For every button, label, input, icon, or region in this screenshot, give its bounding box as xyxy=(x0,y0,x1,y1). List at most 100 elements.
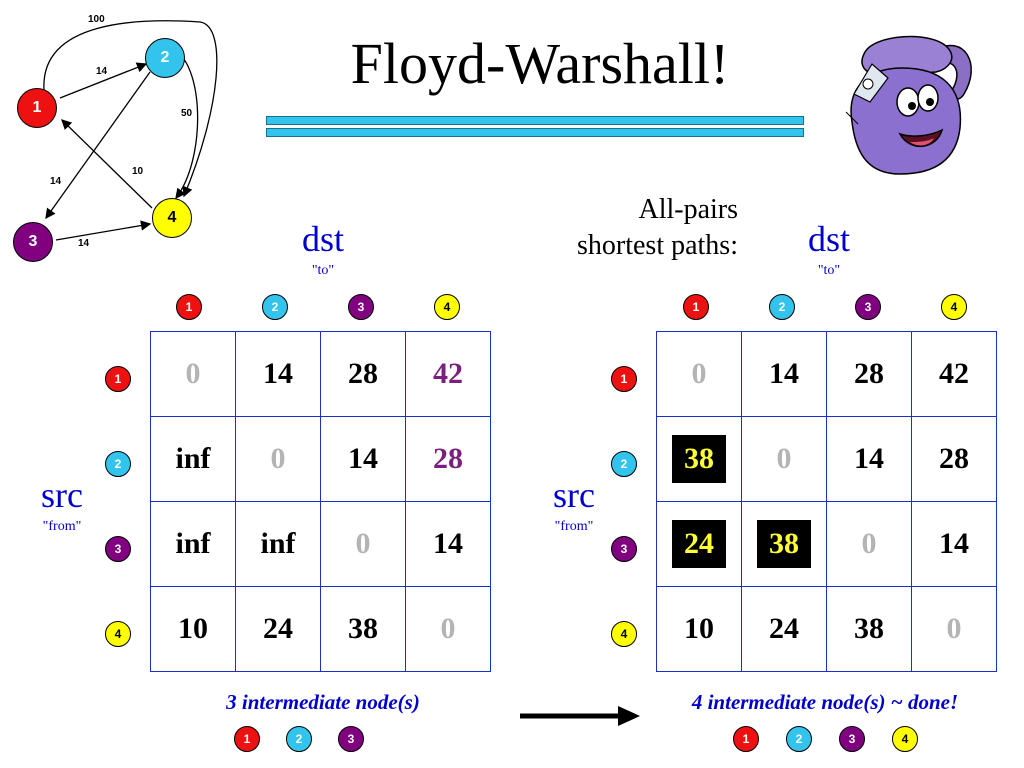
right-to-label: "to" xyxy=(817,263,841,278)
left-row-header-4: 4 xyxy=(105,621,131,647)
right-matrix-row-3: 24 38 0 14 xyxy=(656,501,997,587)
right-dst-label: dst xyxy=(807,219,850,259)
left-to-label: "to" xyxy=(311,263,335,278)
left-matrix-row-2: inf 0 14 28 xyxy=(150,416,491,502)
edge-label-2-3: 14 xyxy=(50,176,62,187)
left-cell-1-3: 28 xyxy=(320,331,406,417)
left-matrix-row-4: 10 24 38 0 xyxy=(150,586,491,672)
left-intermediate-node-2: 2 xyxy=(286,726,312,752)
right-cell-4-1: 10 xyxy=(656,586,742,672)
right-row-header-4: 4 xyxy=(611,621,637,647)
left-caption: 3 intermediate node(s) xyxy=(226,690,420,714)
left-col-header-4: 4 xyxy=(434,294,460,320)
right-col-header-1: 1 xyxy=(683,294,709,320)
right-distance-matrix: 0 14 28 42 38 0 14 28 24 38 0 14 10 24 3… xyxy=(656,331,997,672)
right-matrix-row-4: 10 24 38 0 xyxy=(656,586,997,672)
left-src-label: src xyxy=(41,475,83,515)
left-cell-4-1: 10 xyxy=(150,586,236,672)
edge-3-4 xyxy=(55,220,152,241)
right-intermediate-node-2: 2 xyxy=(786,726,812,752)
right-cell-2-1-container: 38 xyxy=(656,416,742,502)
right-row-header-2: 2 xyxy=(611,451,637,477)
left-cell-2-2: 0 xyxy=(235,416,321,502)
graph-node-4: 4 xyxy=(152,198,192,238)
left-row-header-2: 2 xyxy=(105,451,131,477)
left-intermediate-node-1: 1 xyxy=(234,726,260,752)
title-underline-bottom xyxy=(266,128,804,137)
right-cell-3-4: 14 xyxy=(911,501,997,587)
edge-label-3-4: 14 xyxy=(78,238,90,249)
left-cell-2-3: 14 xyxy=(320,416,406,502)
left-cell-1-2: 14 xyxy=(235,331,321,417)
subtitle-line-1: All-pairs xyxy=(638,194,738,225)
left-row-header-1: 1 xyxy=(105,366,131,392)
graph-node-1: 1 xyxy=(17,88,57,128)
left-cell-2-1: inf xyxy=(150,416,236,502)
left-cell-4-4: 0 xyxy=(405,586,491,672)
edge-label-2-4: 50 xyxy=(181,108,193,119)
left-cell-4-2: 24 xyxy=(235,586,321,672)
right-cell-4-2: 24 xyxy=(741,586,827,672)
right-col-header-2: 2 xyxy=(769,294,795,320)
right-row-header-1: 1 xyxy=(611,366,637,392)
edge-label-1-2: 14 xyxy=(96,66,108,77)
right-cell-3-2-container: 38 xyxy=(741,501,827,587)
right-cell-3-1: 24 xyxy=(672,520,726,568)
title-underline-top xyxy=(266,116,804,125)
edge-4-1 xyxy=(61,119,153,209)
subtitle-line-2: shortest paths: xyxy=(577,230,738,261)
right-intermediate-node-4: 4 xyxy=(892,726,918,752)
right-from-label: "from" xyxy=(554,519,594,534)
left-col-header-1: 1 xyxy=(176,294,202,320)
right-cell-4-4: 0 xyxy=(911,586,997,672)
subtitle: All-pairs shortest paths: xyxy=(520,192,738,264)
right-col-header-4: 4 xyxy=(941,294,967,320)
right-cell-2-3: 14 xyxy=(826,416,912,502)
right-cell-1-2: 14 xyxy=(741,331,827,417)
left-row-header-3: 3 xyxy=(105,536,131,562)
right-cell-1-1: 0 xyxy=(656,331,742,417)
right-cell-4-3: 38 xyxy=(826,586,912,672)
left-col-header-2: 2 xyxy=(262,294,288,320)
right-caption: 4 intermediate node(s) ~ done! xyxy=(691,690,959,714)
left-cell-1-1: 0 xyxy=(150,331,236,417)
left-distance-matrix: 0 14 28 42 inf 0 14 28 inf inf 0 14 10 2… xyxy=(150,331,491,672)
backpack-mascot-illustration xyxy=(845,35,972,175)
right-arrow-icon xyxy=(520,706,640,726)
right-matrix-row-1: 0 14 28 42 xyxy=(656,331,997,417)
edge-1-4 xyxy=(43,20,218,198)
left-cell-2-4: 28 xyxy=(405,416,491,502)
graph-node-3: 3 xyxy=(13,222,53,262)
edge-label-4-1: 10 xyxy=(132,166,144,177)
right-cell-1-4: 42 xyxy=(911,331,997,417)
left-matrix-row-1: 0 14 28 42 xyxy=(150,331,491,417)
edge-label-1-4: 100 xyxy=(88,14,105,25)
left-cell-4-3: 38 xyxy=(320,586,406,672)
right-intermediate-node-1: 1 xyxy=(733,726,759,752)
left-cell-3-3: 0 xyxy=(320,501,406,587)
edge-2-3 xyxy=(45,71,151,220)
right-matrix-row-2: 38 0 14 28 xyxy=(656,416,997,502)
right-cell-2-1: 38 xyxy=(672,435,726,483)
left-from-label: "from" xyxy=(42,519,82,534)
left-matrix-row-3: inf inf 0 14 xyxy=(150,501,491,587)
left-intermediate-node-3: 3 xyxy=(338,726,364,752)
right-cell-2-4: 28 xyxy=(911,416,997,502)
left-cell-3-2: inf xyxy=(235,501,321,587)
right-intermediate-node-3: 3 xyxy=(839,726,865,752)
left-cell-3-4: 14 xyxy=(405,501,491,587)
right-row-header-3: 3 xyxy=(611,536,637,562)
edge-1-2 xyxy=(59,62,148,99)
graph-node-2: 2 xyxy=(145,38,185,78)
page-title: Floyd-Warshall! xyxy=(350,31,730,96)
left-cell-3-1: inf xyxy=(150,501,236,587)
right-cell-3-3: 0 xyxy=(826,501,912,587)
right-cell-3-1-container: 24 xyxy=(656,501,742,587)
left-dst-label: dst xyxy=(301,219,344,259)
right-src-label: src xyxy=(553,475,595,515)
right-cell-2-2: 0 xyxy=(741,416,827,502)
right-cell-1-3: 28 xyxy=(826,331,912,417)
right-cell-3-2: 38 xyxy=(757,520,811,568)
left-cell-1-4: 42 xyxy=(405,331,491,417)
right-col-header-3: 3 xyxy=(855,294,881,320)
